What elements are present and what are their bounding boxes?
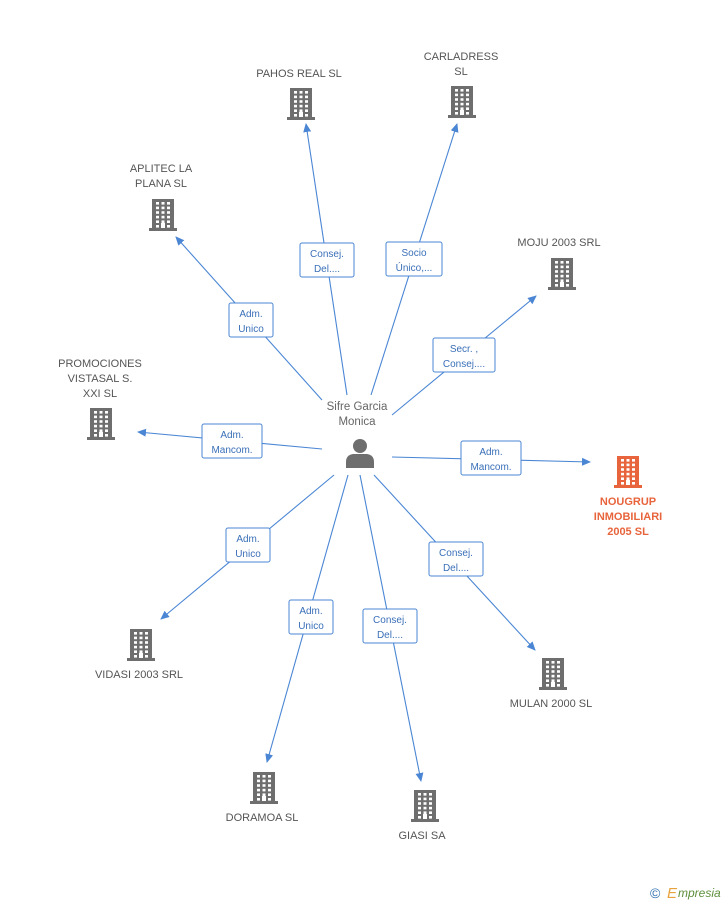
person-name-line1: Sifre Garcia [327, 401, 388, 413]
role-label-line: Del.... [314, 264, 340, 275]
footer-brand[interactable]: © E mpresia [650, 885, 721, 902]
person-name-line2: Monica [338, 416, 376, 428]
company-node-doramoa[interactable]: DORAMOA SL [226, 772, 299, 824]
company-name-line: CARLADRESS [424, 51, 499, 63]
role-box-border [428, 541, 484, 577]
company-name-line: PLANA SL [135, 178, 187, 190]
company-node-giasi[interactable]: GIASI SA [398, 790, 446, 842]
role-label-line: Del.... [377, 630, 403, 641]
role-box-border [201, 423, 263, 459]
brand-name: mpresia [678, 886, 721, 900]
role-label-line: Unico [238, 324, 264, 335]
role-box-border [288, 599, 334, 635]
company-name-line: VISTASAL S. [68, 373, 133, 385]
company-name-line: PROMOCIONES [58, 358, 142, 370]
building-icon [448, 86, 476, 118]
role-label-line: Consej.... [443, 359, 485, 370]
role-label-line: Consej. [373, 615, 407, 626]
company-name-line: GIASI SA [398, 830, 446, 842]
role-box-border [299, 242, 355, 278]
role-box-mulan-2000[interactable]: Consej. Del.... [428, 541, 484, 577]
company-node-pahos-real[interactable]: PAHOS REAL SL [256, 68, 342, 120]
building-icon [614, 456, 642, 488]
company-node-mulan-2000[interactable]: MULAN 2000 SL [510, 658, 593, 710]
company-name-line: NOUGRUP [600, 496, 656, 508]
edges-layer: Consej.Del....SocioÚnico,...Adm.UnicoSec… [137, 123, 591, 782]
role-label-line: Adm. [236, 534, 259, 545]
company-name-line: MOJU 2003 SRL [517, 237, 600, 249]
role-box-vidasi-2003[interactable]: Adm. Unico [225, 527, 271, 563]
company-node-aplitec-la-plana[interactable]: APLITEC LA PLANA SL [130, 163, 193, 231]
company-name-line: DORAMOA SL [226, 812, 299, 824]
role-box-border [362, 608, 418, 644]
building-icon [539, 658, 567, 690]
building-icon [548, 258, 576, 290]
role-box-border [228, 302, 274, 338]
role-box-carladress[interactable]: SocioÚnico,... [385, 241, 443, 277]
role-label-line: Secr. , [450, 344, 478, 355]
company-node-moju-2003[interactable]: MOJU 2003 SRL [517, 237, 601, 290]
role-label-line: Socio [401, 248, 426, 259]
role-box-border [385, 241, 443, 277]
role-box-border [460, 440, 522, 476]
company-name-line: INMOBILIARI [594, 511, 662, 523]
role-box-nougrup-inmobiliari[interactable]: Adm. Mancom. [460, 440, 522, 476]
company-name-line: MULAN 2000 SL [510, 698, 593, 710]
company-node-vidasi-2003[interactable]: VIDASI 2003 SRL [95, 629, 183, 681]
role-label-line: Consej. [310, 249, 344, 260]
role-label-line: Adm. [239, 309, 262, 320]
role-box-border [225, 527, 271, 563]
role-label-line: Unico [235, 549, 261, 560]
building-icon [287, 88, 315, 120]
company-node-carladress[interactable]: CARLADRESS SL [424, 51, 499, 118]
company-name-line: 2005 SL [607, 526, 649, 538]
building-icon [250, 772, 278, 804]
company-node-promociones-vistasal[interactable]: PROMOCIONES VISTASAL S. XXI SL [58, 358, 142, 440]
company-node-nougrup-inmobiliari[interactable]: NOUGRUP INMOBILIARI 2005 SL [594, 456, 662, 538]
role-box-border [432, 337, 496, 373]
role-label-line: Único,... [396, 261, 433, 274]
role-box-aplitec-la-plana[interactable]: Adm. Unico [228, 302, 274, 338]
role-label-line: Adm. [220, 430, 243, 441]
building-icon [87, 408, 115, 440]
company-name-line: APLITEC LA [130, 163, 193, 175]
role-label-line: Unico [298, 621, 324, 632]
company-name-line: SL [454, 66, 467, 78]
role-box-giasi[interactable]: Consej. Del.... [362, 608, 418, 644]
building-icon [411, 790, 439, 822]
center-person-node[interactable]: Sifre Garcia Monica [327, 401, 388, 468]
brand-initial: E [667, 885, 678, 902]
company-name-line: XXI SL [83, 388, 117, 400]
role-label-line: Consej. [439, 548, 473, 559]
building-icon [127, 629, 155, 661]
role-box-pahos-real[interactable]: Consej. Del.... [299, 242, 355, 278]
role-label-line: Adm. [479, 447, 502, 458]
role-label-line: Mancom. [211, 445, 252, 456]
role-box-promociones-vistasal[interactable]: Adm. Mancom. [201, 423, 263, 459]
role-box-moju-2003[interactable]: Secr. , Consej.... [432, 337, 496, 373]
person-icon [346, 439, 374, 468]
company-name-line: PAHOS REAL SL [256, 68, 342, 80]
copyright-symbol: © [650, 885, 661, 901]
role-label-line: Mancom. [470, 462, 511, 473]
role-box-doramoa[interactable]: Adm. Unico [288, 599, 334, 635]
role-label-line: Adm. [299, 606, 322, 617]
nodes-layer: PAHOS REAL SL CARLADRESS SL APLITEC LA PLANA… [58, 51, 662, 842]
role-label-line: Del.... [443, 563, 469, 574]
company-name-line: VIDASI 2003 SRL [95, 669, 183, 681]
building-icon [149, 199, 177, 231]
